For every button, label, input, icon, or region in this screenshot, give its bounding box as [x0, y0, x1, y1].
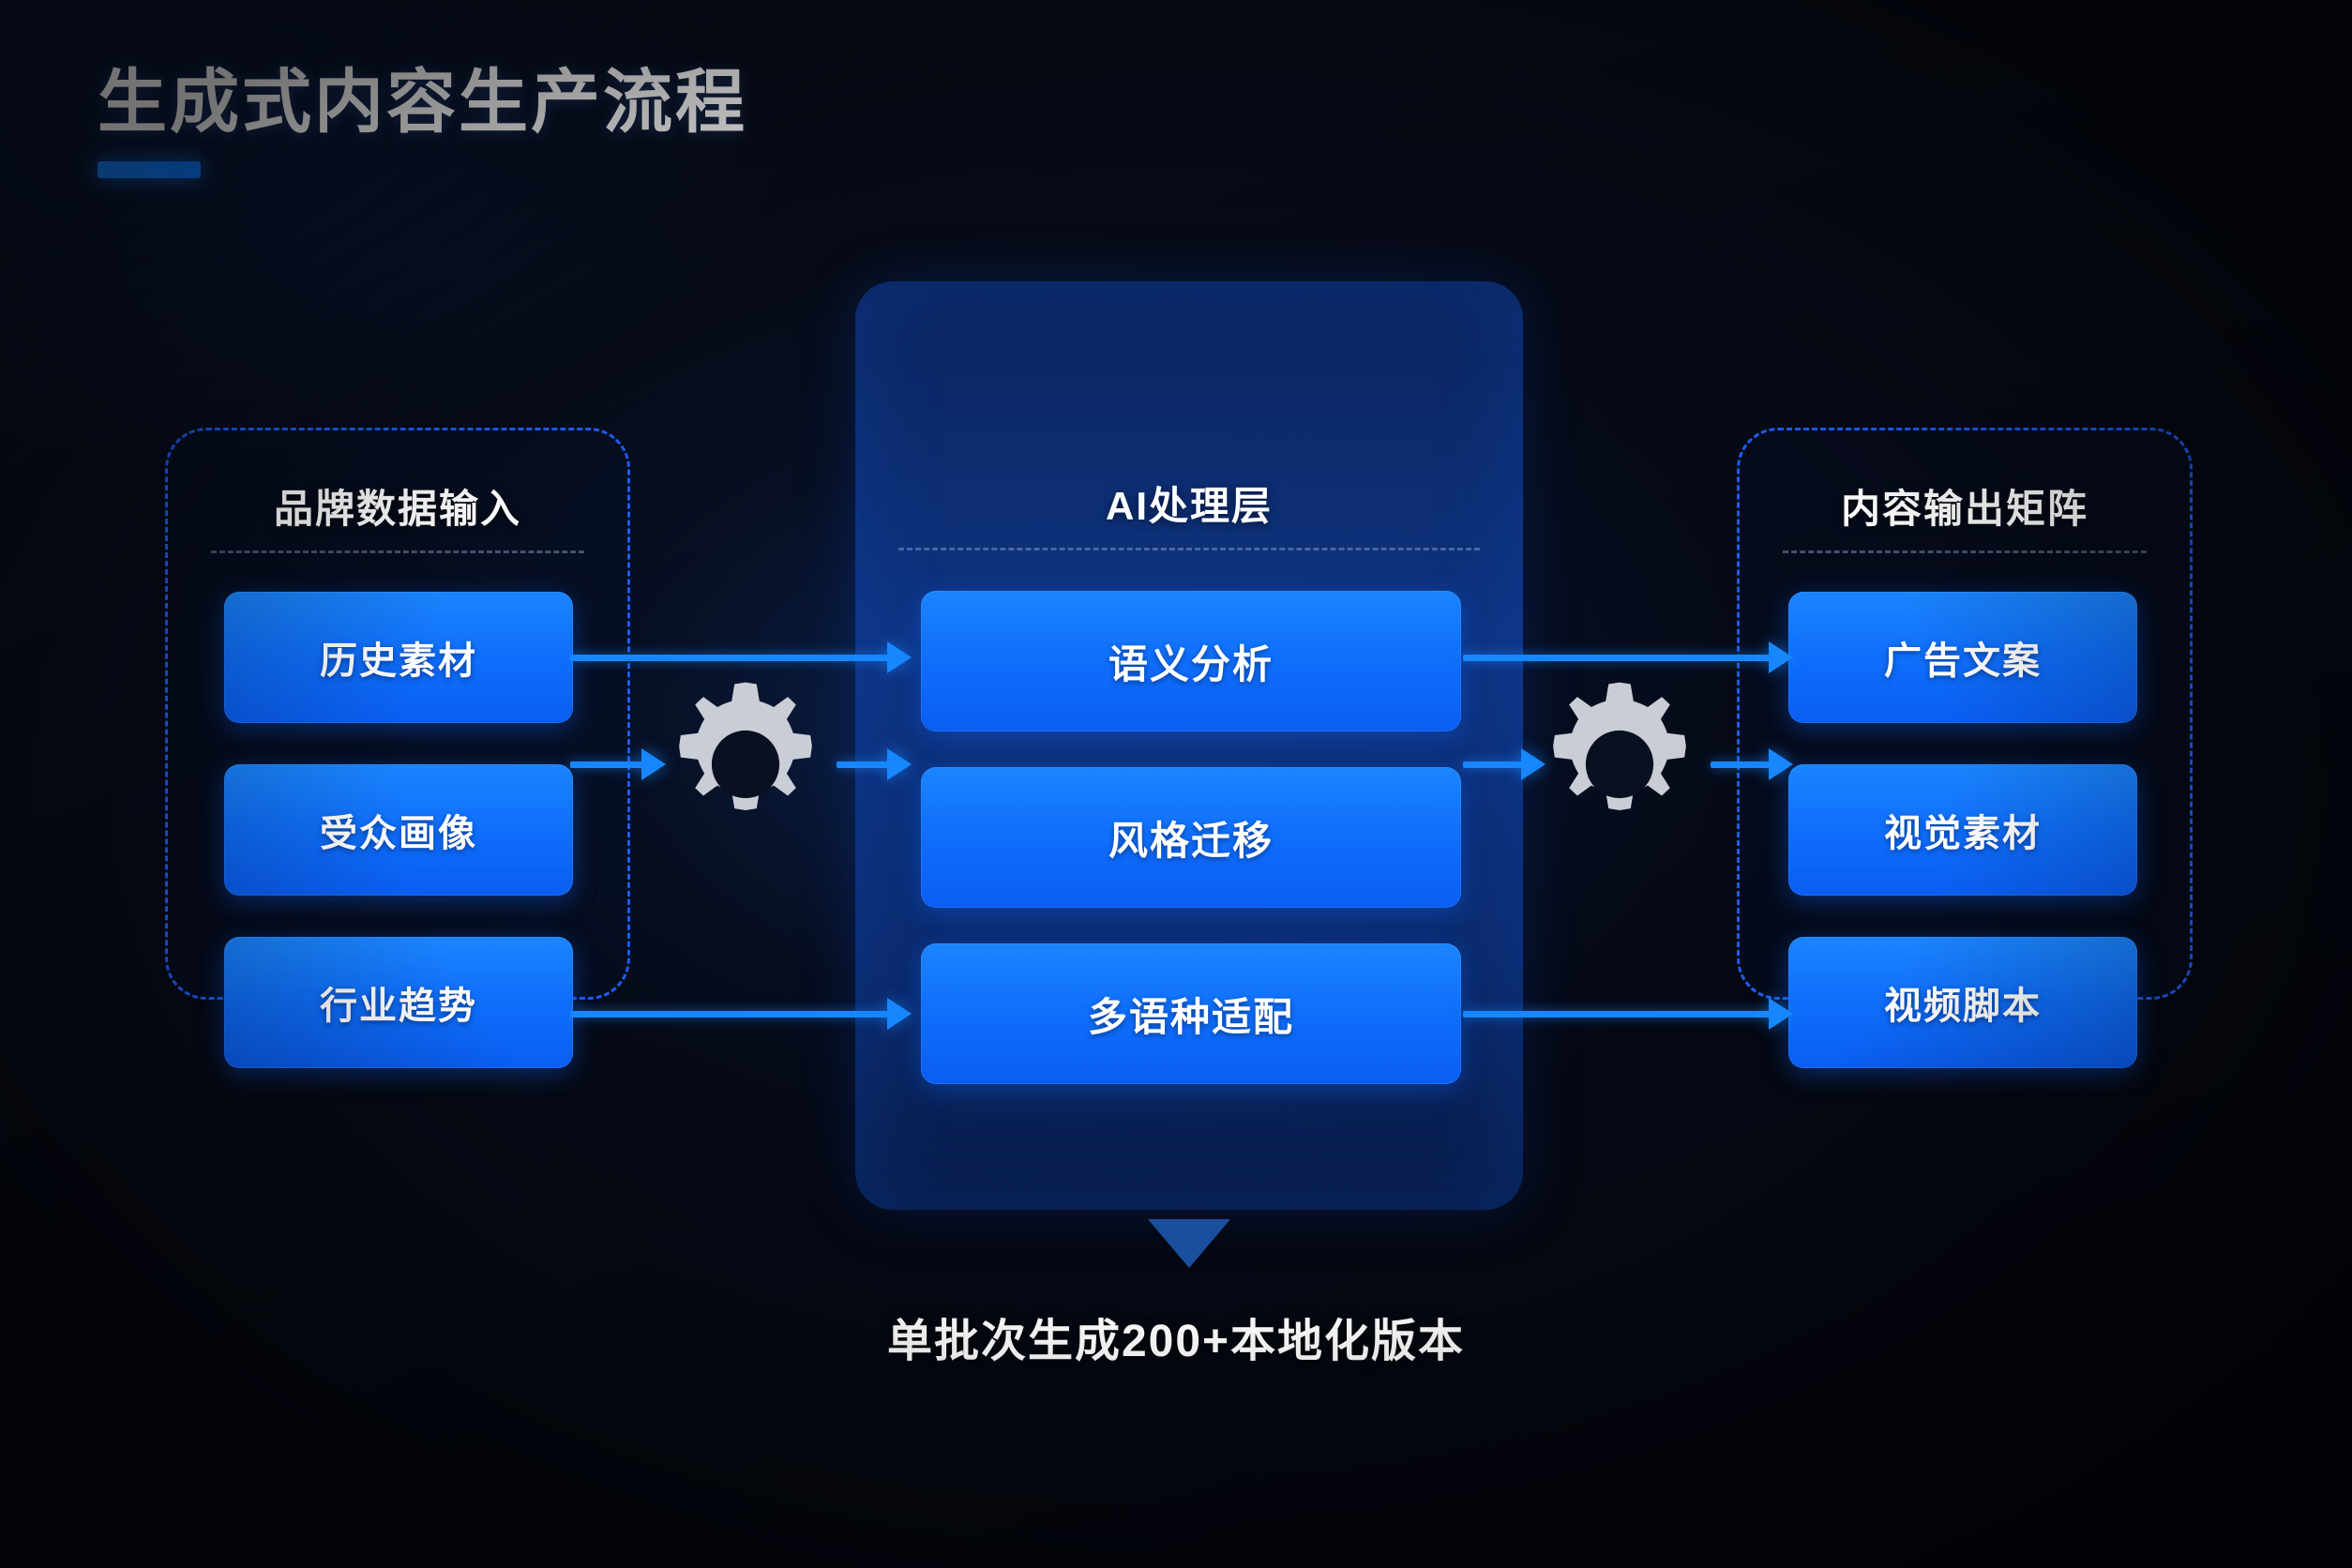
title-accent-bar	[98, 161, 201, 178]
node-output-2[interactable]: 视觉素材	[1788, 764, 2137, 896]
node-input-2[interactable]: 受众画像	[224, 764, 573, 896]
arrowhead-gear-process2	[887, 748, 912, 780]
output-column: 内容输出矩阵 广告文案 视觉素材 视频脚本	[1737, 428, 2193, 1068]
gear-icon	[656, 675, 835, 853]
input-column: 品牌数据输入 历史素材 受众画像 行业趋势	[165, 428, 630, 1068]
process-column: AI处理层 语义分析 风格迁移 多语种适配	[855, 281, 1523, 1210]
gear-icon	[1530, 675, 1709, 853]
arrowhead-process1-output1	[1769, 641, 1793, 673]
node-process-1[interactable]: 语义分析	[921, 591, 1461, 731]
page-title: 生成式内容生产流程	[98, 63, 747, 141]
down-arrow-icon	[1148, 1219, 1230, 1268]
node-output-1[interactable]: 广告文案	[1788, 592, 2137, 723]
connector-process3-output3	[1463, 1011, 1772, 1018]
footer-note: 单批次生成200+本地化版本	[886, 1317, 1466, 1366]
node-output-3[interactable]: 视频脚本	[1788, 937, 2137, 1068]
connector-input1-process1	[570, 655, 889, 661]
process-column-divider	[898, 548, 1480, 550]
input-column-title: 品牌数据输入	[273, 487, 521, 531]
connector-input3-process3	[570, 1011, 889, 1018]
arrowhead-process2-gear	[1521, 748, 1545, 780]
input-column-divider	[211, 550, 584, 553]
connector-gear-process2	[837, 761, 889, 768]
connector-process2-gear	[1463, 761, 1525, 768]
node-process-3[interactable]: 多语种适配	[921, 943, 1461, 1084]
node-input-1[interactable]: 历史素材	[224, 592, 573, 723]
node-process-2[interactable]: 风格迁移	[921, 767, 1461, 908]
connector-process1-output1	[1463, 655, 1772, 661]
output-column-title: 内容输出矩阵	[1840, 487, 2088, 531]
arrowhead-input2-gear	[641, 748, 666, 780]
process-column-title: AI处理层	[1105, 484, 1273, 528]
arrowhead-input3-process3	[887, 998, 912, 1030]
flow-diagram: 品牌数据输入 历史素材 受众画像 行业趋势 AI处理层 语义分析 风格迁移 多语…	[0, 281, 2352, 1275]
arrowhead-input1-process1	[887, 641, 912, 673]
output-column-divider	[1783, 550, 2147, 553]
arrowhead-process3-output3	[1769, 998, 1793, 1030]
header: 生成式内容生产流程	[98, 68, 747, 178]
connector-gear-output2	[1711, 761, 1772, 768]
node-input-3[interactable]: 行业趋势	[224, 937, 573, 1068]
arrowhead-gear-output2	[1769, 748, 1793, 780]
connector-input2-gear	[570, 761, 643, 768]
